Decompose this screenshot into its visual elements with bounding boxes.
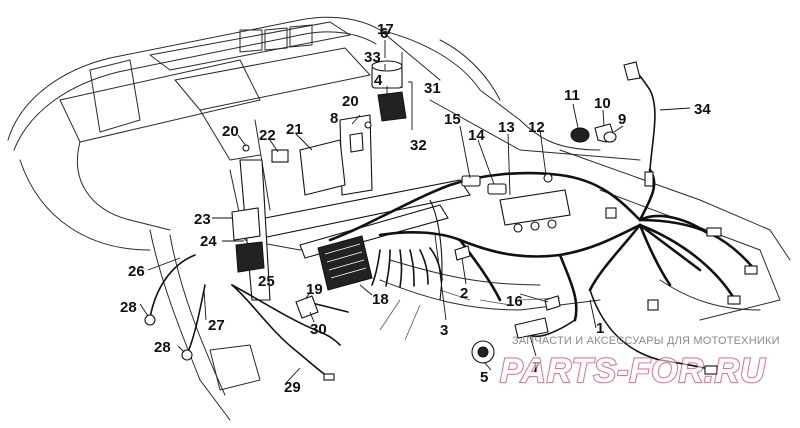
callout-20b: 20	[342, 93, 359, 110]
end-connector-a	[644, 171, 654, 187]
callout-28b: 28	[154, 339, 171, 356]
callout-10: 10	[594, 95, 611, 112]
callout-21: 21	[286, 121, 303, 138]
rectifier-18	[317, 235, 373, 291]
cap-9	[603, 131, 617, 143]
callout-16: 16	[506, 293, 523, 310]
callout-33: 33	[364, 49, 381, 66]
callout-13: 13	[498, 119, 515, 136]
callout-6: 6	[380, 25, 388, 42]
watermark: ЗАПЧАСТИ И АКСЕССУАРЫ ДЛЯ МОТОТЕХНИКИ PA…	[499, 335, 780, 391]
connector-15	[461, 175, 481, 187]
callout-17: 17	[377, 21, 394, 38]
nut-12	[543, 173, 553, 183]
callout-19: 19	[306, 281, 323, 298]
connector-14	[487, 183, 507, 195]
callout-34: 34	[694, 101, 711, 118]
end-connector-e	[647, 299, 659, 311]
relay-4	[377, 91, 407, 122]
callout-20a: 20	[222, 123, 239, 140]
bolt-20b	[364, 121, 372, 129]
fuse-bracket-13	[499, 189, 571, 226]
loose-cables	[149, 254, 341, 379]
callout-31: 31	[424, 80, 441, 97]
callout-14: 14	[468, 127, 485, 144]
lug-28b	[181, 349, 193, 361]
connector-7	[514, 317, 549, 339]
watermark-brand: PARTS-FOR.RU	[500, 352, 766, 390]
callout-11: 11	[564, 87, 580, 104]
callout-25: 25	[258, 273, 275, 290]
components	[144, 52, 758, 381]
probe-30	[315, 303, 349, 313]
end-connector-g	[605, 207, 617, 219]
sensor-19	[295, 295, 319, 319]
callout-7: 7	[532, 359, 540, 376]
ecu-21	[299, 139, 346, 196]
bracket-23	[231, 207, 261, 241]
callout-1: 1	[596, 320, 604, 337]
callout-9: 9	[618, 111, 626, 128]
watermark-caption: ЗАПЧАСТИ И АКСЕССУАРЫ ДЛЯ МОТОТЕХНИКИ	[512, 335, 780, 347]
end-connector-f	[704, 365, 718, 375]
callout-18: 18	[372, 291, 389, 308]
end-connector-d	[727, 295, 741, 305]
callout-27: 27	[208, 317, 225, 334]
callout-12: 12	[528, 119, 545, 136]
leader-lines	[139, 40, 691, 384]
callout-4: 4	[374, 72, 383, 89]
callout-24: 24	[200, 233, 217, 250]
lug-28a	[144, 314, 156, 326]
callout-29: 29	[284, 379, 301, 396]
module-25	[235, 241, 265, 273]
end-connector-c	[744, 265, 758, 275]
callout-28a: 28	[120, 299, 137, 316]
grommet-11	[570, 127, 590, 143]
callout-15: 15	[444, 111, 461, 128]
callout-22: 22	[259, 127, 276, 144]
callout-26: 26	[128, 263, 145, 280]
callout-5: 5	[480, 369, 488, 386]
clip-16	[544, 295, 561, 311]
terminal-29	[323, 373, 335, 381]
bolt-20a	[242, 144, 250, 152]
callout-labels: 1 2 3 4 5 6 7 8 9 10 11 12 13 14 15 16 1…	[120, 21, 711, 396]
clip-2	[454, 245, 471, 261]
callout-8: 8	[330, 110, 338, 127]
connector-22	[271, 149, 289, 163]
end-connector-b	[706, 227, 722, 237]
callout-23: 23	[194, 211, 211, 228]
bracket-8	[339, 114, 373, 196]
probe-34	[623, 61, 641, 81]
callout-32: 32	[410, 137, 427, 154]
callout-30: 30	[310, 321, 327, 338]
callout-3: 3	[440, 322, 448, 339]
callout-2: 2	[460, 285, 468, 302]
